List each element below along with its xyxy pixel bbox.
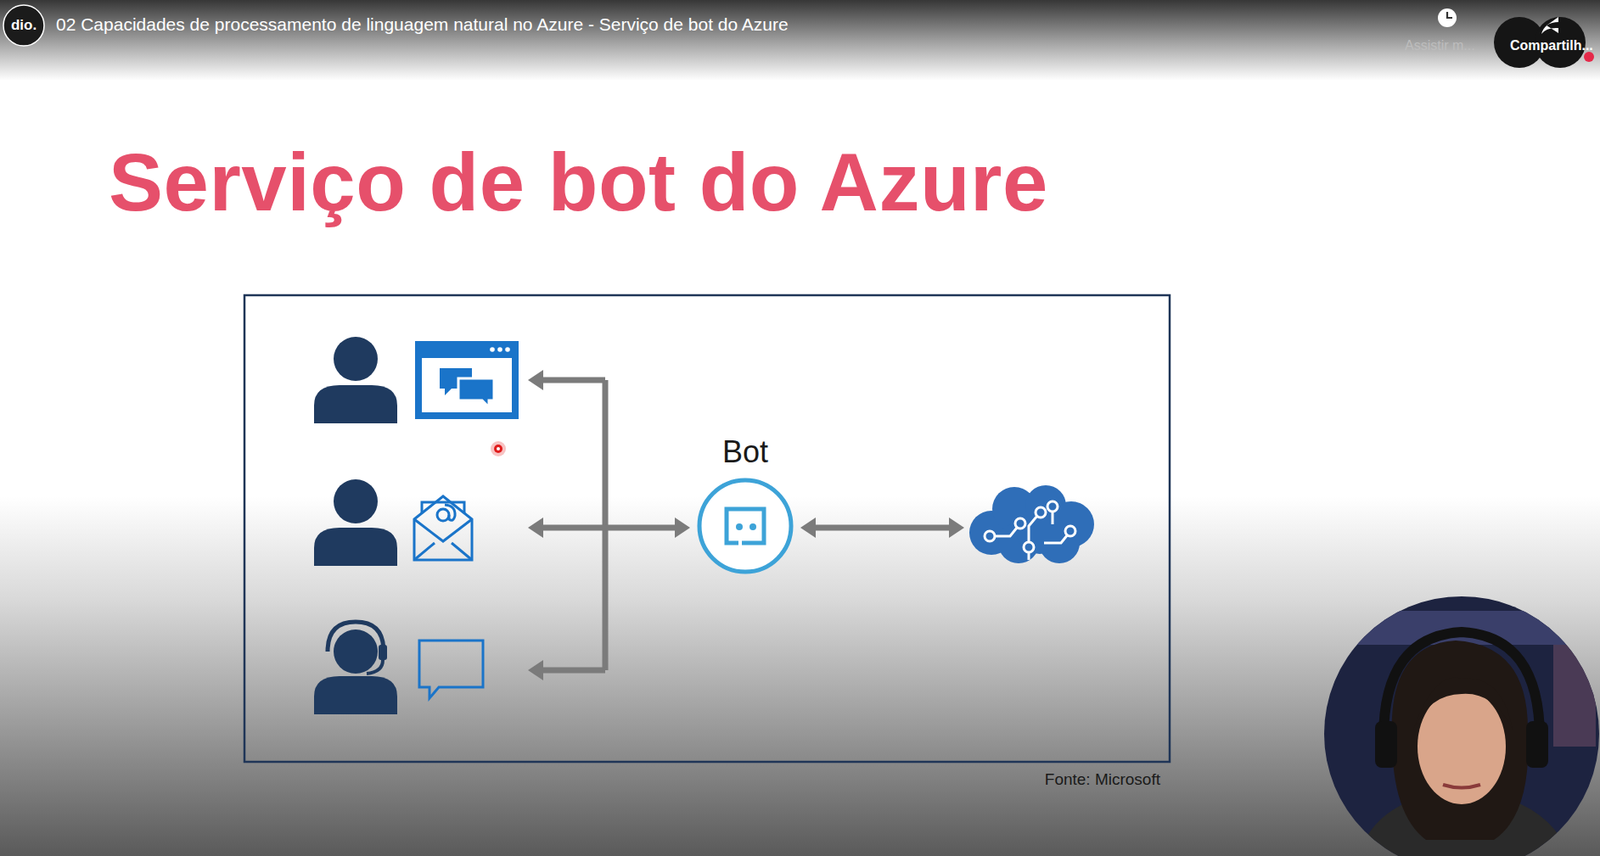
share-logo <box>1493 16 1595 68</box>
pointer-dot <box>490 441 506 457</box>
video-top-bar <box>0 0 1600 81</box>
email-icon <box>414 496 472 561</box>
watch-later-label: Assistir m... <box>1404 38 1476 54</box>
user-icon <box>314 336 398 424</box>
bot-node: Bot <box>694 434 797 578</box>
presenter-webcam <box>1322 594 1600 856</box>
channel-logo <box>3 5 45 46</box>
share-label: Compartilh... <box>1510 38 1594 54</box>
user-icon <box>314 479 398 567</box>
clock-icon <box>1437 8 1457 28</box>
channel-logo-text: dio. <box>11 16 37 34</box>
webchat-icon <box>415 341 519 420</box>
arrow-heads <box>527 370 965 681</box>
channel-arrows <box>538 380 953 671</box>
video-title: 02 Capacidades de processamento de lingu… <box>56 14 789 35</box>
bot-icon <box>694 475 797 578</box>
diagram-frame <box>244 295 1170 763</box>
node-label: Bot <box>694 434 797 471</box>
slide-title: Serviço de bot do Azure <box>108 135 1049 230</box>
cognitive-brain-icon <box>969 485 1095 564</box>
speech-bubble-icon <box>419 640 483 699</box>
source-note: Fonte: Microsoft <box>1044 770 1161 790</box>
agent-icon <box>314 622 398 715</box>
